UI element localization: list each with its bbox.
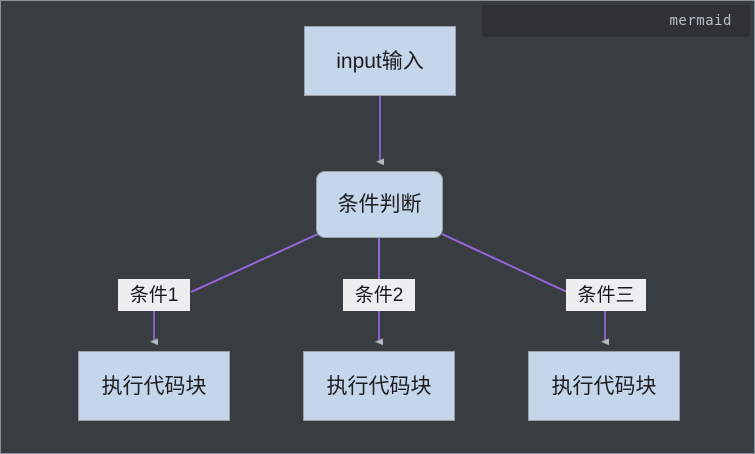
edge-cond-to-exec3 xyxy=(441,233,605,341)
edge-label-condition-3: 条件三 xyxy=(566,279,646,311)
node-execute-block-1[interactable]: 执行代码块 xyxy=(78,351,230,421)
node-execute-block-2[interactable]: 执行代码块 xyxy=(303,351,455,421)
mermaid-header-bar: mermaid xyxy=(482,5,750,37)
edge-cond-to-exec1 xyxy=(154,233,319,341)
node-execute-block-3[interactable]: 执行代码块 xyxy=(528,351,680,421)
node-condition[interactable]: 条件判断 xyxy=(316,171,443,238)
node-input[interactable]: input输入 xyxy=(304,26,456,96)
edge-label-condition-1: 条件1 xyxy=(118,279,190,311)
mermaid-label: mermaid xyxy=(669,13,732,29)
edge-label-condition-2: 条件2 xyxy=(343,279,415,311)
